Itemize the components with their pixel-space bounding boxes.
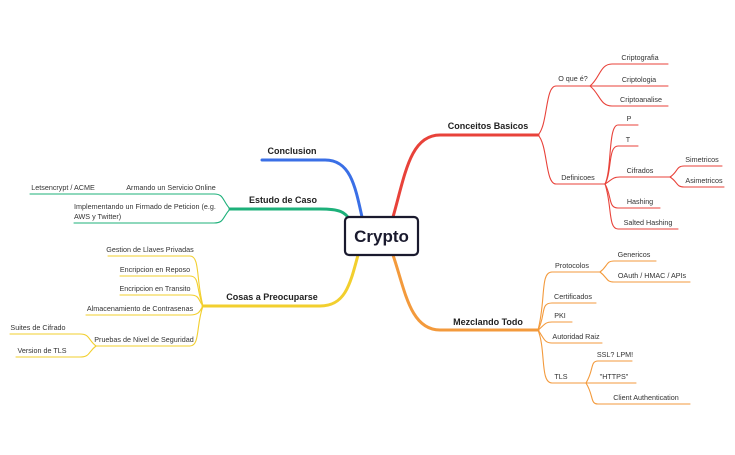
cifrados-label[interactable]: Cifrados <box>627 166 654 175</box>
branch-conceitos <box>391 133 540 219</box>
line-gestion <box>107 255 204 307</box>
line-armando <box>127 193 231 210</box>
oauth-label[interactable]: OAuth / HMAC / APIs <box>618 271 687 280</box>
line-criptografia <box>589 63 669 87</box>
almacenamiento-label[interactable]: Almacenamiento de Contrasenas <box>87 304 194 313</box>
version-tls-label[interactable]: Version de TLS <box>17 346 66 355</box>
conceitos-label[interactable]: Conceitos Basicos <box>448 121 529 131</box>
estudo-label[interactable]: Estudo de Caso <box>249 195 318 205</box>
line-hashing <box>604 183 661 209</box>
line-genericos <box>599 260 657 273</box>
client-auth-label[interactable]: Client Authentication <box>613 393 679 402</box>
protocolos-label[interactable]: Protocolos <box>555 261 589 270</box>
branch-conclusion <box>260 158 364 219</box>
salted-hashing-label[interactable]: Salted Hashing <box>624 218 673 227</box>
implementando-label-2[interactable]: AWS y Twitter) <box>74 212 121 221</box>
line-pruebas <box>95 305 204 347</box>
branch-estudo <box>228 207 352 222</box>
line-suites <box>9 333 97 347</box>
reposo-label[interactable]: Encripcion en Reposo <box>120 265 190 274</box>
simetricos-label[interactable]: Simetricos <box>685 155 719 164</box>
line-version <box>15 345 97 358</box>
line-criptoanalise <box>589 85 669 107</box>
line-t <box>604 145 639 185</box>
asimetricos-label[interactable]: Asimetricos <box>685 176 723 185</box>
letsencrypt-label[interactable]: Letsencrypt / ACME <box>31 183 95 192</box>
armando-label[interactable]: Armando un Servicio Online <box>126 183 216 192</box>
line-protocolos <box>537 271 601 331</box>
line-simetricos <box>669 165 723 178</box>
line-oque <box>537 85 591 136</box>
cosas-label[interactable]: Cosas a Preocuparse <box>226 292 318 302</box>
branch-cosas <box>201 253 360 308</box>
ssl-label[interactable]: SSL? LPM! <box>597 350 633 359</box>
line-p <box>604 124 639 185</box>
criptoanalise-label[interactable]: Criptoanalise <box>620 95 662 104</box>
line-clientauth <box>585 382 691 405</box>
pki-label[interactable]: PKI <box>554 311 566 320</box>
criptografia-label[interactable]: Criptografia <box>621 53 658 62</box>
hashing-label[interactable]: Hashing <box>627 197 653 206</box>
root-label: Crypto <box>354 227 409 246</box>
https-label[interactable]: "HTTPS" <box>600 372 629 381</box>
certificados-label[interactable]: Certificados <box>554 292 592 301</box>
gestion-label[interactable]: Gestion de Llaves Privadas <box>106 245 194 254</box>
line-pki <box>537 321 573 331</box>
t-label[interactable]: T <box>626 135 631 144</box>
definicoes-label[interactable]: Definicoes <box>561 173 595 182</box>
pruebas-label[interactable]: Pruebas de Nivel de Seguridad <box>94 335 194 344</box>
criptologia-label[interactable]: Criptologia <box>622 75 656 84</box>
line-oauth <box>599 271 691 283</box>
line-autoridad <box>537 329 603 344</box>
line-transito <box>119 294 204 307</box>
line-certificados <box>537 302 597 331</box>
line-tls <box>537 329 587 384</box>
line-asimetricos <box>669 176 725 188</box>
line-definicoes <box>537 134 606 185</box>
mezclando-label[interactable]: Mezclando Todo <box>453 317 523 327</box>
genericos-label[interactable]: Genericos <box>618 250 651 259</box>
autoridad-raiz-label[interactable]: Autoridad Raiz <box>552 332 600 341</box>
transito-label[interactable]: Encripcion en Transito <box>119 284 190 293</box>
p-label[interactable]: P <box>627 114 632 123</box>
oque-label[interactable]: O que é? <box>558 74 588 83</box>
line-cifrados <box>604 176 671 185</box>
root-node[interactable]: Crypto <box>343 215 420 257</box>
suites-label[interactable]: Suites de Cifrado <box>10 323 65 332</box>
conclusion-label[interactable]: Conclusion <box>268 146 317 156</box>
line-reposo <box>119 275 204 307</box>
branch-mezclando <box>391 253 540 332</box>
line-ssl <box>585 360 633 384</box>
tls-label[interactable]: TLS <box>554 372 567 381</box>
implementando-label-1[interactable]: Implementando un Firmado de Peticion (e.… <box>74 202 216 211</box>
line-implementando <box>73 208 231 224</box>
line-salted <box>604 183 679 230</box>
